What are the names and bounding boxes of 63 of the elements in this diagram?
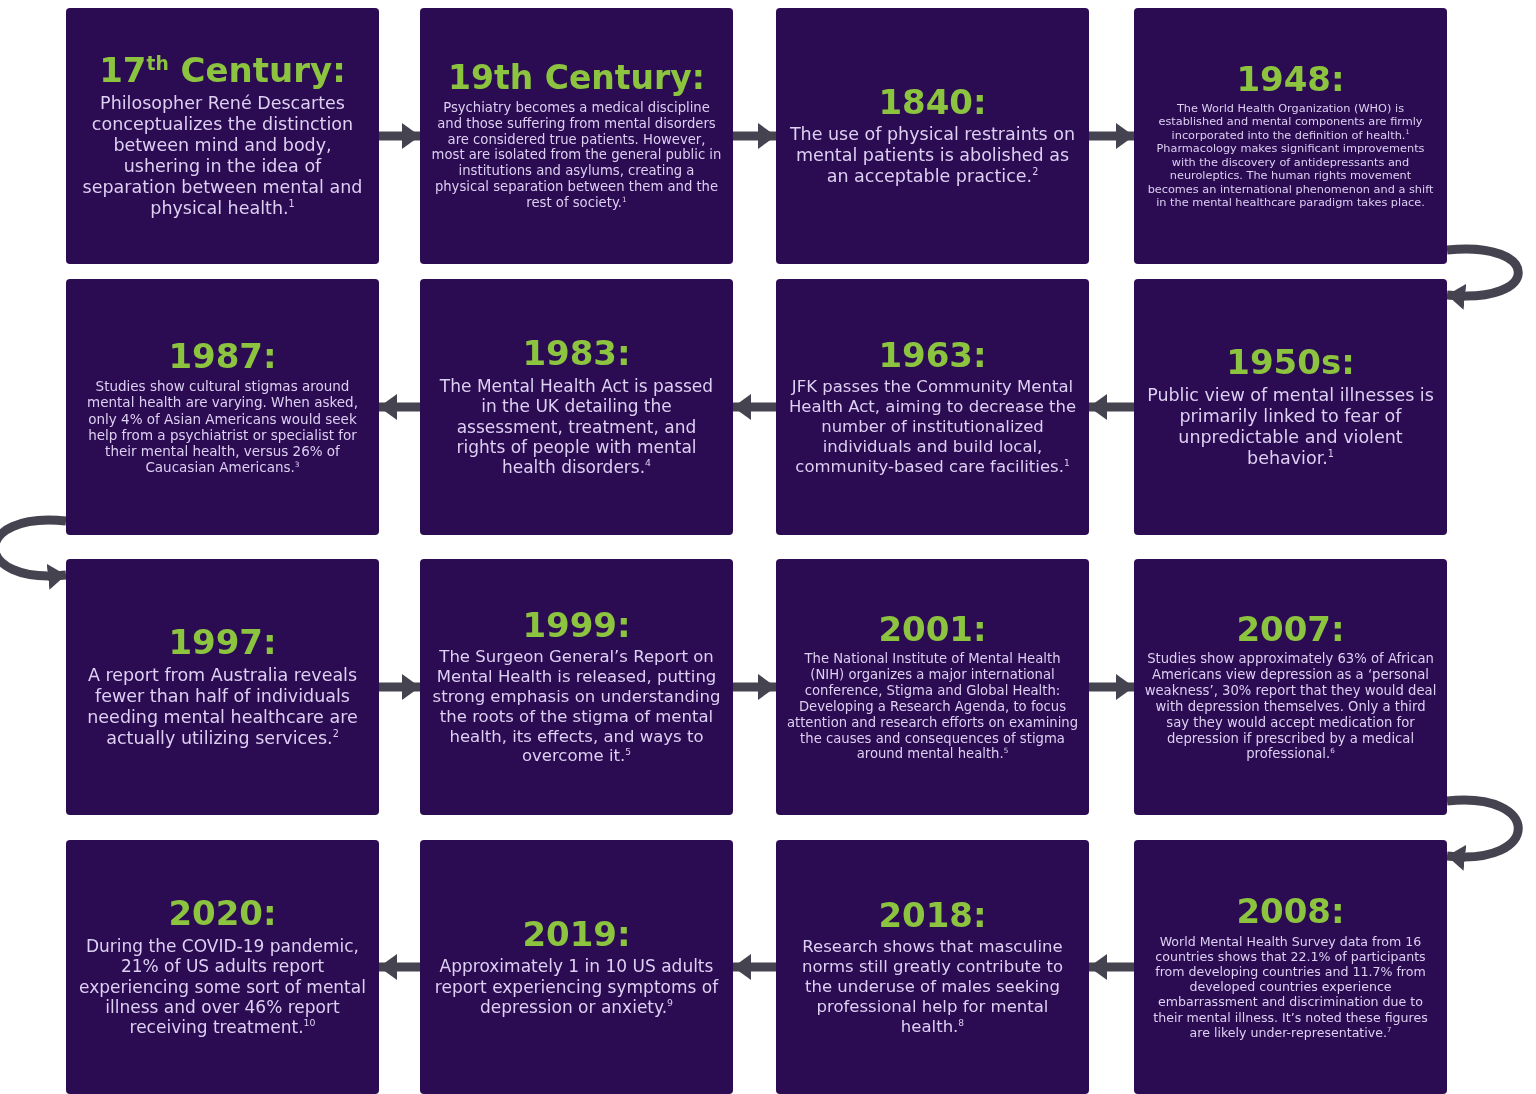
event-text: The National Institute of Mental Health (NIH) organizes a major international conference, Stigma and Global Health: Developing a Research Agenda, to focus attention and research efforts on examining the causes and consequences of stigma around mental health.$^{5}$ <box>786 651 1079 763</box>
arrow <box>1089 954 1134 980</box>
year-heading: 1948: <box>1236 61 1345 98</box>
year-heading: 17$^{th}$ Century: <box>99 53 346 89</box>
timeline-card <box>776 279 1089 535</box>
event-text: World Mental Health Survey data from 16 countries shows that 22.1% of participants from developing countries and 11.7% from developed countries experience embarrassment and discrimination due to their mental illness. It’s noted these figures are likely under-representative.$^{7}$ <box>1152 933 1429 1040</box>
arrow <box>379 123 420 149</box>
event-text: Studies show cultural stigmas around mental health are varying. When asked, only 4% of Asian Americans would seek help from a psychiatrist or specialist for their mental health, versus 26% of Caucasian Americans.$^{3}$ <box>86 378 359 476</box>
year-heading: 2019: <box>522 916 631 953</box>
timeline-card <box>776 559 1089 815</box>
timeline-card <box>66 840 379 1094</box>
event-text: A report from Australia reveals fewer than half of individuals needing mental healthcare are actually utilizing services.$^{2}$ <box>86 664 359 749</box>
event-text: Research shows that masculine norms still greatly contribute to the underuse of males seeking professional help for mental health.$^{8}$ <box>800 937 1065 1037</box>
year-heading: 1983: <box>522 336 631 372</box>
event-text: The Mental Health Act is passed in the UK detailing the assessment, treatment, and rights of people with mental health disorders.$^{4}$ <box>438 375 715 478</box>
year-heading: 1999: <box>522 607 631 644</box>
event-text: The use of physical restraints on mental patients is abolished as an acceptable practice.$^{2}$ <box>788 124 1077 188</box>
arrow <box>379 394 420 420</box>
timeline-card <box>420 840 733 1094</box>
year-heading: 2001: <box>878 611 987 648</box>
timeline-card <box>66 279 379 535</box>
year-heading: 2008: <box>1236 894 1345 930</box>
curved-arrow <box>0 515 67 589</box>
arrow <box>1089 674 1134 700</box>
timeline-card <box>1134 8 1447 264</box>
year-heading: 1997: <box>168 625 277 661</box>
timeline-card <box>1134 840 1447 1094</box>
arrow <box>379 674 420 700</box>
timeline-card <box>1134 559 1447 815</box>
arrow <box>733 954 776 980</box>
year-heading: 19th Century: <box>448 61 705 96</box>
timeline-card <box>776 8 1089 264</box>
event-text: The World Health Organization (WHO) is established and mental components are firmly incorporated into the definition of health.$^{1}$ Pharmacology makes significant improvements with the discovery of antidepressants and neuroleptics. The human rights movement becomes an international phenomenon and a shift in the mental healthcare paradigm takes place. <box>1146 101 1435 211</box>
event-text: Psychiatry becomes a medical discipline and those suffering from mental disorders are considered true patients. However, most are isolated from the general public in institutions and asylums, creating a physical separation between them and the rest of society.$^{1}$ <box>430 99 723 211</box>
arrow <box>733 394 776 420</box>
timeline-card <box>420 279 733 535</box>
timeline-card <box>66 559 379 815</box>
timeline-card <box>776 840 1089 1094</box>
event-text: During the COVID-19 pandemic, 21% of US adults report experiencing some sort of mental illness and over 46% report receiving treatment.$^{10}$ <box>78 935 367 1038</box>
year-heading: 1950s: <box>1226 345 1355 381</box>
arrow <box>1089 123 1134 149</box>
year-heading: 2007: <box>1236 611 1345 648</box>
arrow <box>379 954 420 980</box>
year-heading: 1987: <box>168 338 277 375</box>
year-heading: 1963: <box>878 337 987 374</box>
arrow <box>1089 394 1134 420</box>
timeline-card <box>420 559 733 815</box>
curved-arrow <box>1446 795 1523 870</box>
arrow <box>733 123 776 149</box>
event-text: Public view of mental illnesses is primarily linked to fear of unpredictable and violent behavior.$^{1}$ <box>1146 384 1435 469</box>
event-text: Studies show approximately 63% of African Americans view depression as a ‘personal weakness’, 30% report that they would deal with depression themselves. Only a third say they would accept medication for depression if prescribed by a medical professional.$^{6}$ <box>1144 651 1437 763</box>
arrow <box>733 674 776 700</box>
year-heading: 1840: <box>878 84 987 121</box>
event-text: Approximately 1 in 10 US adults report experiencing symptoms of depression or anxiety.$^{9}$ <box>433 956 720 1018</box>
event-text: JFK passes the Community Mental Health Act, aiming to decrease the number of institutionalized individuals and build local, community-based care facilities.$^{1}$ <box>787 377 1078 477</box>
year-heading: 2020: <box>168 896 277 932</box>
year-heading: 2018: <box>878 897 987 934</box>
curved-arrow <box>1446 244 1523 309</box>
timeline-card <box>420 8 733 264</box>
timeline-card <box>1134 279 1447 535</box>
timeline-card <box>66 8 379 264</box>
event-text: Philosopher René Descartes conceptualizes the distinction between mind and body, ushering in the idea of separation between mental and physical health.$^{1}$ <box>81 92 364 219</box>
event-text: The Surgeon General’s Report on Mental Health is released, putting strong emphasis on understanding the roots of the stigma of mental health, its effects, and ways to overcome it.$^{5}$ <box>431 647 722 767</box>
